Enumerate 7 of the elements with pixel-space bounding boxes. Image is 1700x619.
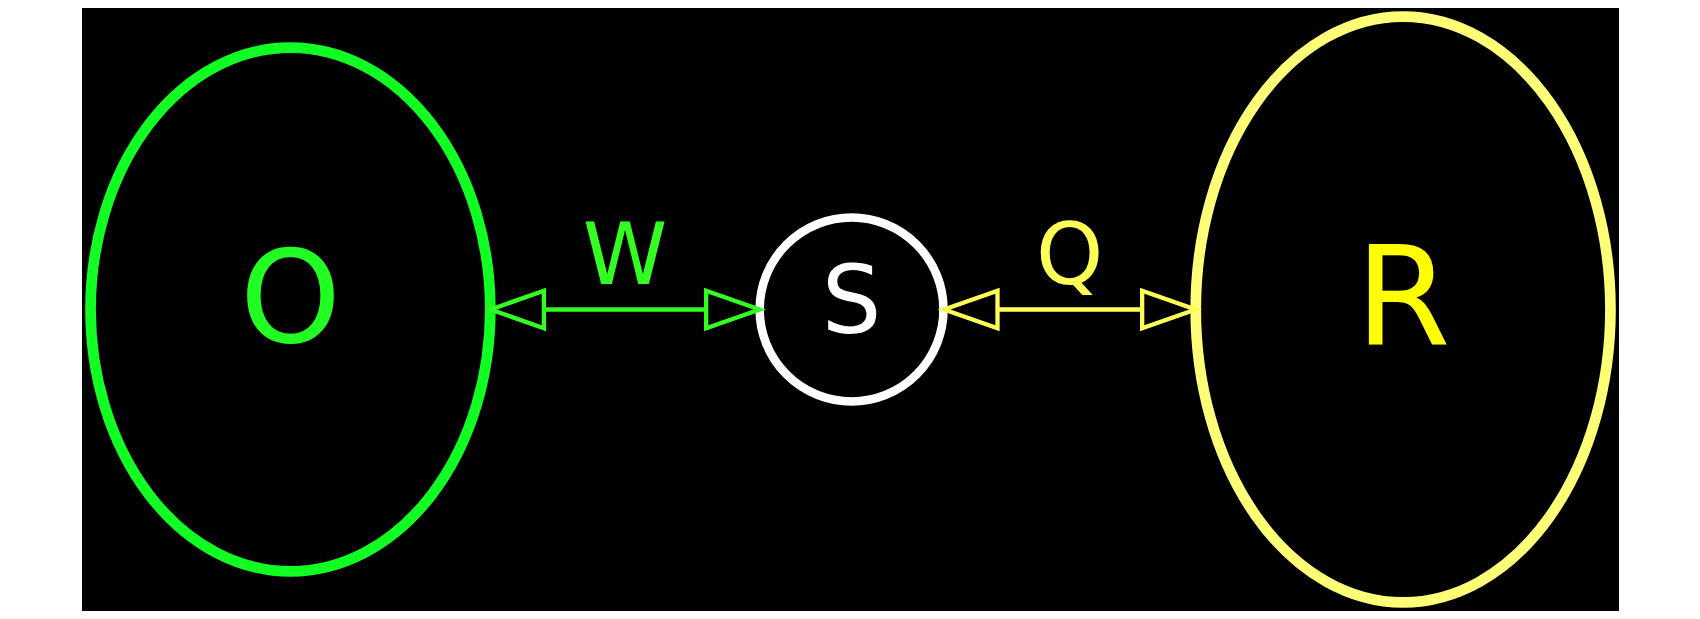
node-ellipse: O <box>84 42 496 577</box>
arrow <box>483 287 766 332</box>
node-circle: S <box>754 213 948 406</box>
edge-label: W <box>582 204 667 304</box>
node-ellipse: R <box>1189 11 1616 608</box>
edge-label: Q <box>1035 204 1103 304</box>
arrow <box>937 287 1202 332</box>
